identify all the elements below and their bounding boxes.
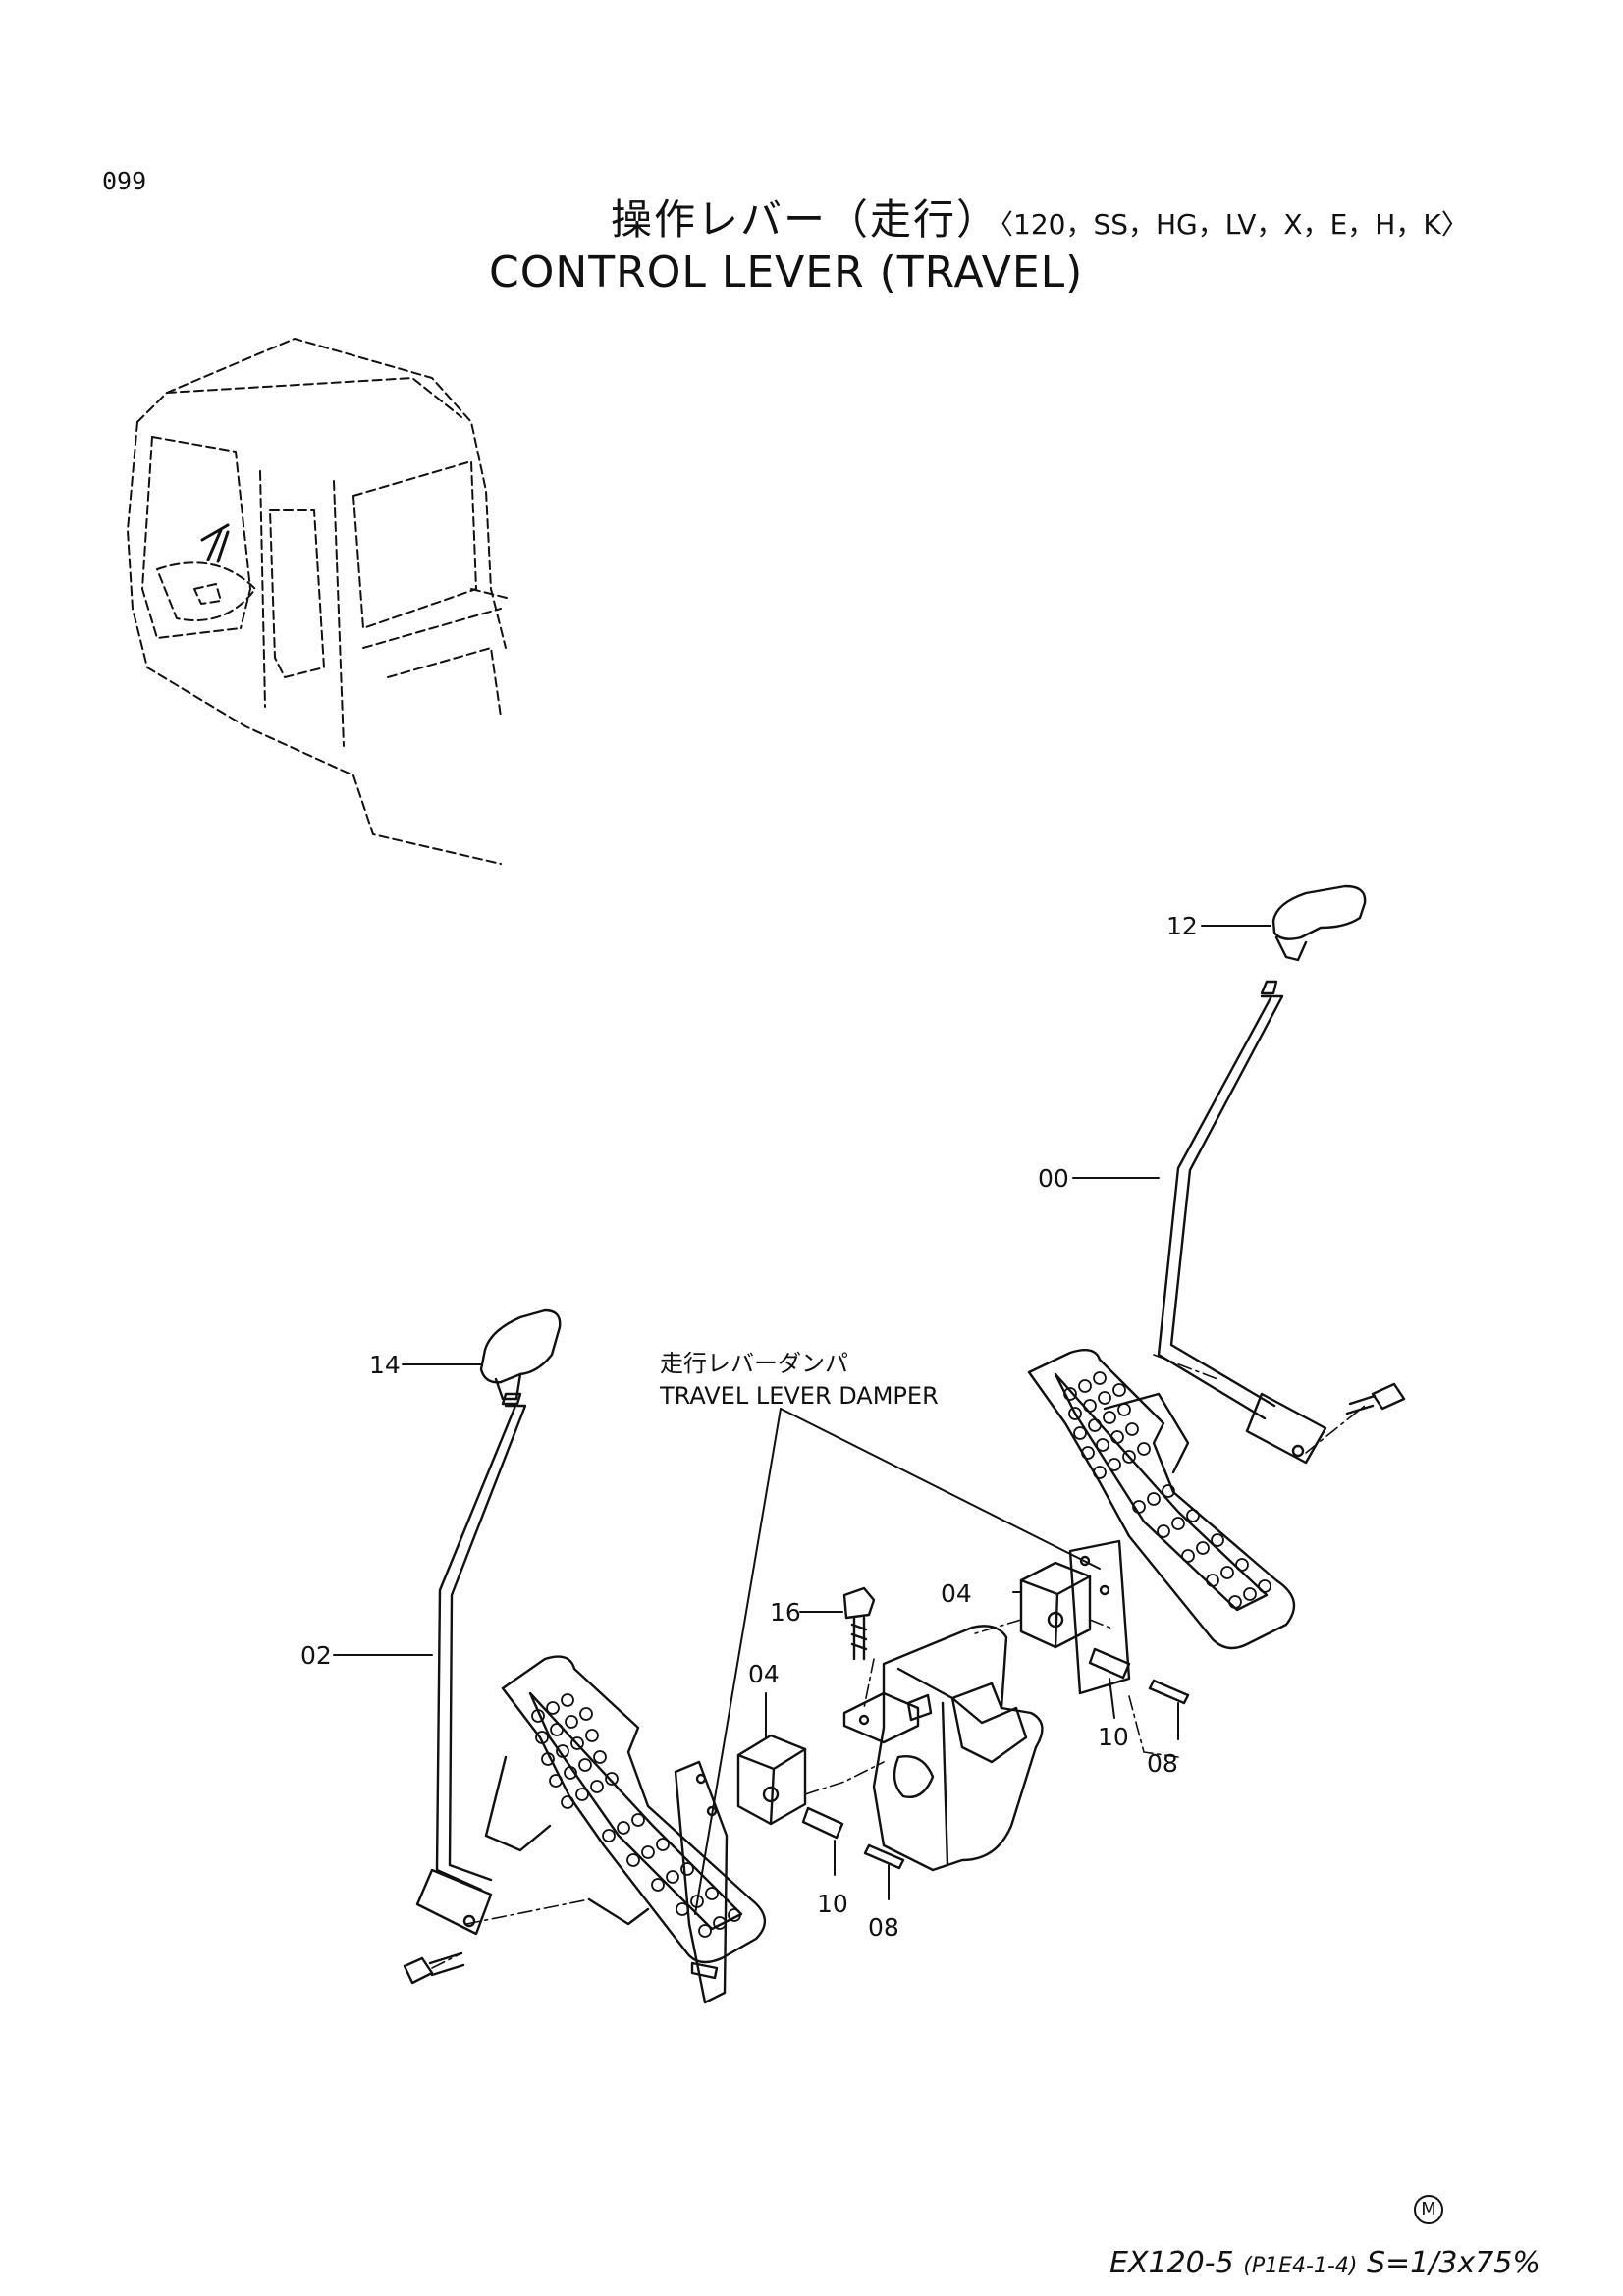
damper-body bbox=[842, 1625, 1044, 1872]
part-label-12: 12 bbox=[1166, 912, 1198, 940]
footer: EX120-5 (P1E4-1-4) S=1/3x75% bbox=[1109, 2246, 1541, 2280]
right-travel-lever bbox=[1157, 884, 1406, 1465]
part-label-00: 00 bbox=[1038, 1164, 1069, 1193]
title-japanese: 操作レバー（走行）〈120，SS，HG，LV，X，E，H，K〉 bbox=[611, 187, 1469, 246]
part-label-08-right: 08 bbox=[1147, 1749, 1178, 1778]
part-label-14: 14 bbox=[369, 1351, 401, 1379]
part-label-10-left: 10 bbox=[817, 1890, 848, 1918]
bracket-plate bbox=[674, 1539, 1131, 2004]
damper-block-left bbox=[736, 1734, 807, 1826]
damper-block-right bbox=[1019, 1561, 1092, 1649]
damper-callout-jp: 走行レバーダンパ bbox=[660, 1350, 848, 1377]
footer-mark: M bbox=[1414, 2195, 1443, 2224]
part-labels: 12 00 14 02 04 04 16 10 08 10 08 bbox=[300, 912, 1198, 1942]
footer-code: (P1E4-1-4) bbox=[1243, 2254, 1358, 2278]
cab-lever-highlight bbox=[200, 523, 230, 563]
right-pedal bbox=[1027, 1349, 1296, 1650]
pins-and-springs bbox=[801, 1647, 1190, 1870]
damper-callout-en: TRAVEL LEVER DAMPER bbox=[659, 1382, 939, 1410]
cab-overview-illustration bbox=[127, 338, 512, 865]
footer-scale: S=1/3x75% bbox=[1366, 2246, 1541, 2280]
bolt-16 bbox=[842, 1586, 876, 1661]
footer-model: EX120-5 bbox=[1109, 2246, 1234, 2280]
title-japanese-text: 操作レバー（走行） bbox=[611, 195, 1001, 243]
page-number: 099 bbox=[102, 167, 147, 195]
model-variants: 〈120，SS，HG，LV，X，E，H，K〉 bbox=[1000, 208, 1469, 240]
assembly-centerlines bbox=[431, 1354, 1366, 1969]
part-label-04-right: 04 bbox=[941, 1579, 972, 1608]
part-label-04-left: 04 bbox=[748, 1660, 780, 1688]
left-travel-lever bbox=[403, 1308, 562, 1985]
leader-lines bbox=[333, 925, 1271, 1915]
damper-callout: 走行レバーダンパ TRAVEL LEVER DAMPER bbox=[659, 1350, 939, 1410]
part-label-08-left: 08 bbox=[868, 1913, 899, 1942]
left-pedal bbox=[484, 1655, 766, 1964]
part-label-02: 02 bbox=[300, 1641, 332, 1670]
part-label-10-right: 10 bbox=[1098, 1723, 1129, 1751]
part-label-16: 16 bbox=[770, 1598, 801, 1627]
title-english: CONTROL LEVER (TRAVEL) bbox=[489, 247, 1084, 297]
